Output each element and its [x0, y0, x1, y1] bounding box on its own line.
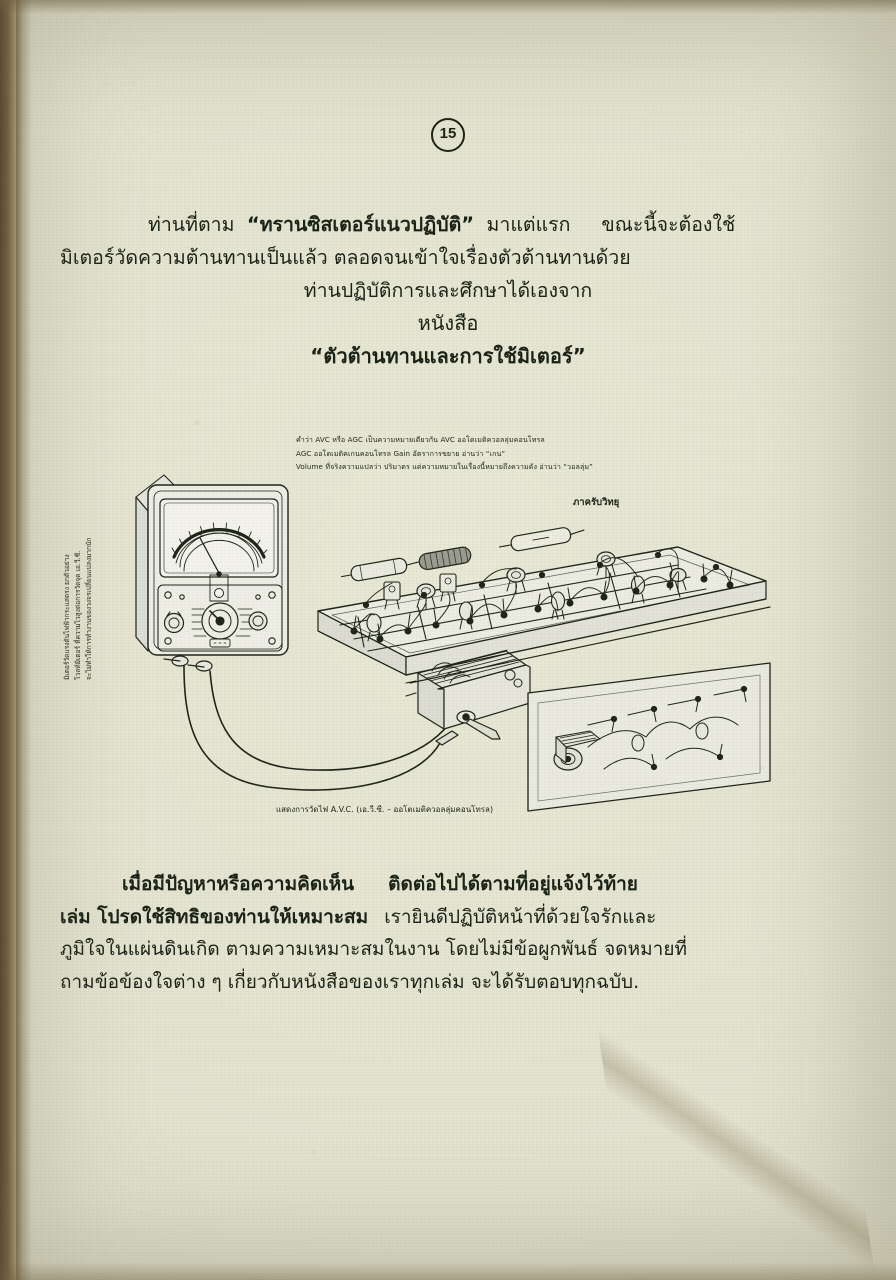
header-line-3: ท่านปฏิบัติการและศึกษาได้เองจาก — [303, 279, 593, 302]
header-line-2: มิเตอร์วัดความต้านทานเป็นแล้ว ตลอดจนเข้า… — [60, 246, 631, 269]
scan-left-shadow — [16, 0, 32, 1280]
figure-top-caption-line-2: AGC ออโตเมติคเกนคอนโทรล Gain อัตราการขยา… — [296, 448, 506, 458]
page-number: 15 — [0, 118, 896, 152]
figure-top-caption-line-1: คำว่า AVC หรือ AGC เป็นความหมายเดียวกัน … — [296, 435, 545, 444]
circuit-board — [317, 527, 767, 676]
header-line-1-part-b: มาแต่แรก — [486, 213, 571, 236]
scan-bottom-edge — [0, 1262, 896, 1280]
header-line-1: ท่านที่ตาม “ทรานซิสเตอร์แนวปฏิบัติ” มาแต… — [60, 208, 836, 241]
figure-side-caption: มิเตอร์วัดแรงดันไฟฟ้ากระแสตรง ยกตัวอย่าง… — [62, 490, 95, 681]
capacitor-components — [340, 527, 646, 642]
figure-illustration — [118, 425, 778, 845]
footer-line-4: ถามข้อข้องใจต่าง ๆ เกี่ยวกับหนังสือของเร… — [60, 970, 640, 993]
inset-detail-panel — [527, 662, 771, 812]
footer-text-block: เมื่อมีปัญหาหรือความคิดเห็น ติดต่อไปได้ตา… — [60, 868, 850, 998]
header-line-1-title: “ทรานซิสเตอร์แนวปฏิบัติ” — [246, 213, 475, 236]
test-leads — [183, 665, 449, 791]
figure-side-caption-line-1: มิเตอร์วัดแรงดันไฟฟ้ากระแสตรง ยกตัวอย่าง — [63, 554, 71, 680]
footer-line-1: เมื่อมีปัญหาหรือความคิดเห็น ติดต่อไปได้ตา… — [60, 868, 850, 901]
footer-line-2-part-b: เรายินดีปฏิบัติหน้าที่ด้วยใจรักและ — [384, 905, 657, 928]
footer-line-2-part-a: เล่ม โปรดใช้สิทธิของท่านให้เหมาะสม — [60, 905, 369, 928]
scan-top-edge — [0, 0, 896, 14]
header-text-block: ท่านที่ตาม “ทรานซิสเตอร์แนวปฏิบัติ” มาแต… — [60, 208, 836, 373]
footer-line-2: เล่ม โปรดใช้สิทธิของท่านให้เหมาะสม เรายิน… — [60, 901, 850, 934]
illustration-svg — [135, 474, 771, 812]
header-line-5-book-title: “ตัวต้านทานและการใช้มิเตอร์” — [310, 344, 586, 368]
figure-bottom-caption: แสดงการวัดไฟ A.V.C. (เอ.วี.ซี. – ออโตเมต… — [276, 805, 494, 814]
variable-capacitor — [405, 649, 531, 740]
figure-avc-measurement: คำว่า AVC หรือ AGC เป็นความหมายเดียวกัน … — [63, 425, 778, 845]
figure-side-caption-line-3: จะไม่ทำให้การทำงานของวงจรเปลี่ยนแปลงมากน… — [85, 537, 93, 681]
figure-side-caption-line-2: โวลท์มิเตอร์ ที่ความไวสูงต่อการวัดจุด เอ… — [74, 550, 82, 680]
paper-crease — [594, 974, 878, 1280]
figure-board-label: ภาครับวิทยุ — [573, 497, 620, 508]
footer-line-3: ภูมิใจในแผ่นดินเกิด ตามความเหมาะสมในงาน … — [60, 938, 687, 960]
figure-top-caption-line-3: Volume ที่จริงความแปลว่า ปริมาตร แต่ความ… — [296, 462, 593, 472]
figure-top-caption: คำว่า AVC หรือ AGC เป็นความหมายเดียวกัน … — [296, 433, 726, 474]
header-line-1-part-a: ท่านที่ตาม — [148, 213, 235, 236]
footer-line-1-part-a: เมื่อมีปัญหาหรือความคิดเห็น — [122, 873, 355, 895]
multimeter-body — [135, 474, 289, 672]
header-line-4: หนังสือ — [417, 311, 479, 335]
header-line-1-part-c: ขณะนี้จะต้องใช้ — [601, 213, 736, 236]
page-number-value: 15 — [431, 118, 465, 152]
footer-line-1-part-b: ติดต่อไปได้ตามที่อยู่แจ้งไว้ท้าย — [388, 873, 638, 895]
